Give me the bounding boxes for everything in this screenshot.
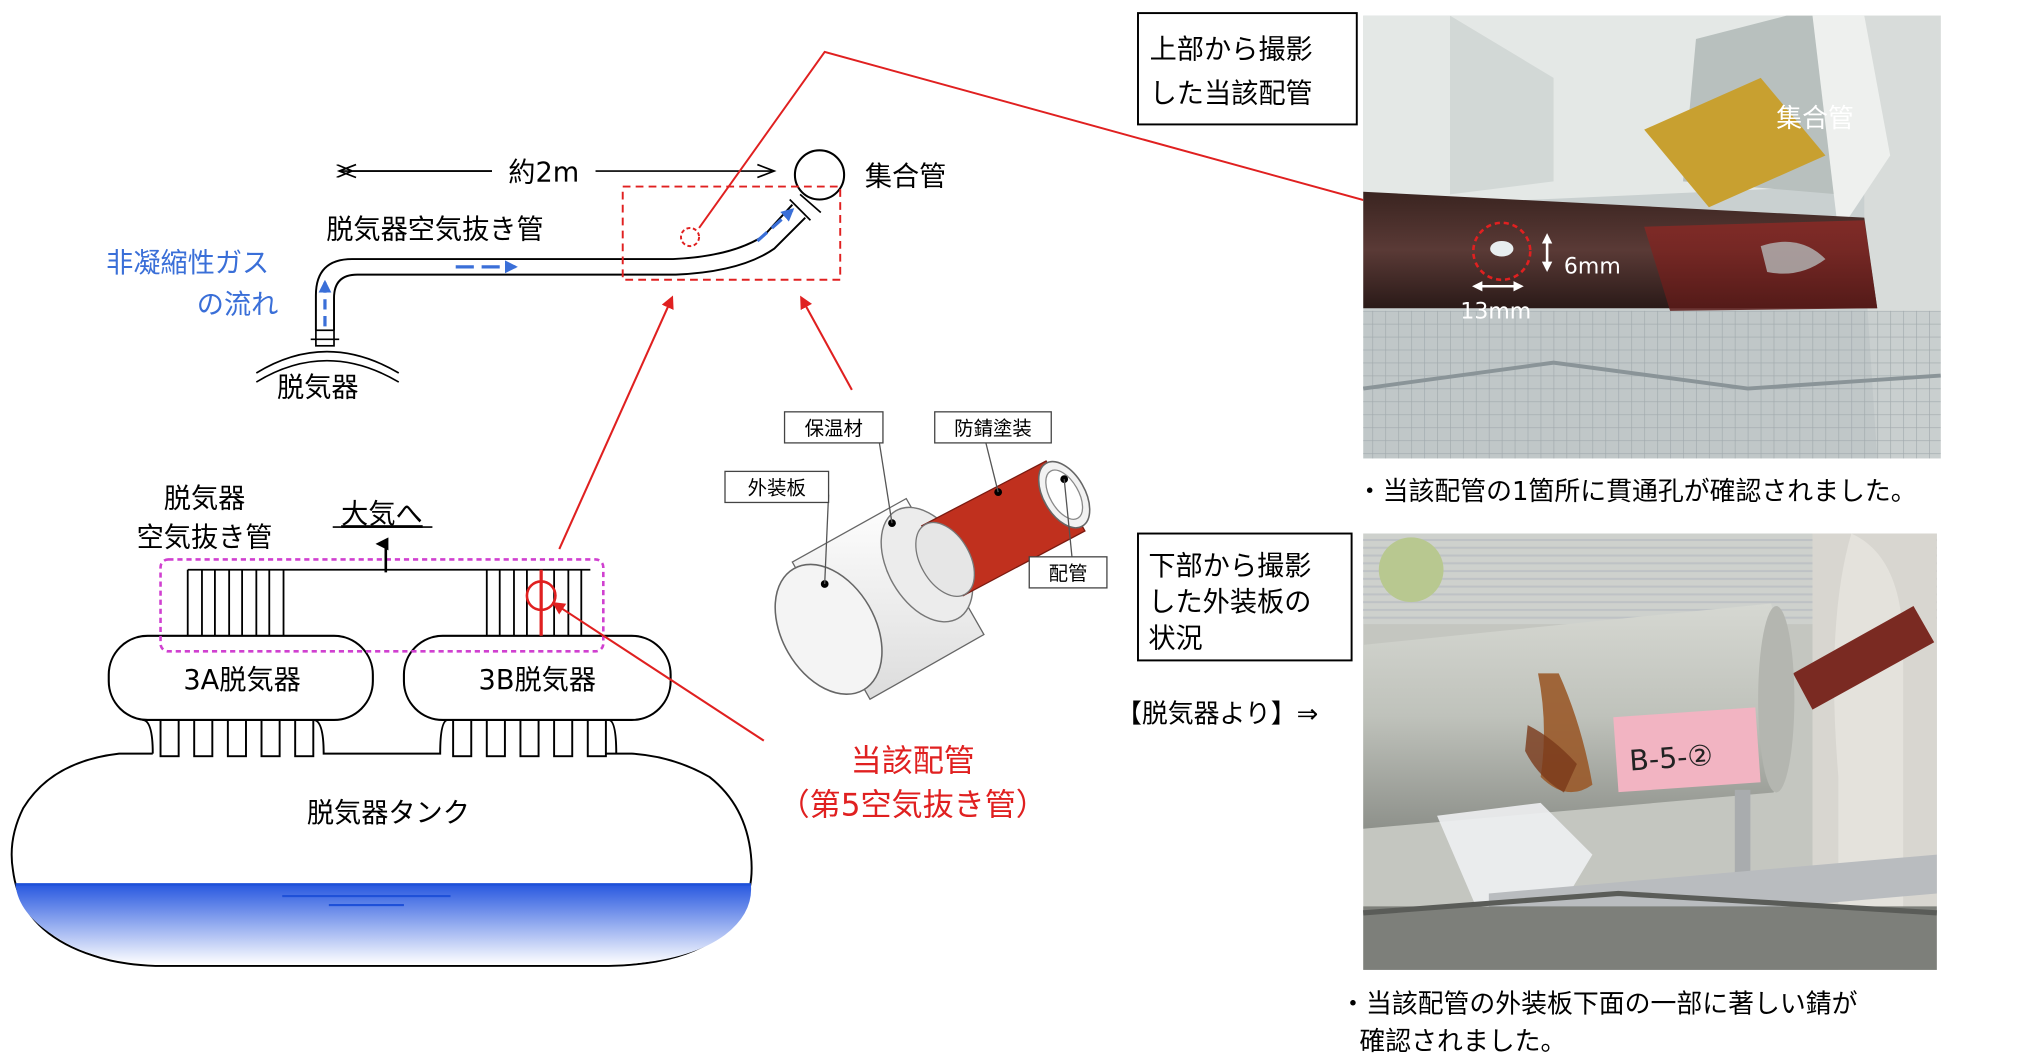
downcomers-3a: [159, 716, 315, 758]
leader-line-to-photo: [698, 50, 1463, 231]
photo-bottom-caption-box: [1137, 532, 1353, 662]
photo-bottom: B-5-②: [1363, 533, 1937, 970]
deaerator-3b-label: 3B脱気器: [479, 665, 596, 696]
top-pipe-diagram: 約2m 集合管 脱気器空気抜き管 非凝縮性ガス の流れ 脱気器: [106, 149, 947, 403]
target-leader-line: [551, 602, 765, 742]
photo-bottom-note-line1: ・当該配管の外装板下面の一部に著しい錆が: [1340, 990, 1858, 1020]
tank-label: 脱気器タンク: [307, 798, 470, 829]
outer-plate-end: [774, 563, 883, 695]
photo-hole: [1490, 240, 1514, 257]
photo-bottom-caption-line3: 状況: [1148, 623, 1202, 654]
target-pipe-marker: [525, 580, 557, 612]
vent-pipe-area-box: [159, 558, 605, 653]
deaerator-3a-label: 3A脱気器: [183, 665, 300, 696]
photo-header-label: 集合管: [1776, 104, 1854, 134]
photo-tag: [1613, 707, 1761, 793]
direction-label: 【脱気器より】⇒: [1116, 700, 1318, 730]
photo-header-block: [1644, 77, 1826, 208]
highlight-area-box: [621, 185, 842, 281]
pipe-cross-section: 保温材 防錆塗装 外装板 配管: [724, 411, 1108, 701]
pipe-label-box: 配管: [1049, 562, 1088, 585]
gas-flow-label-line2: の流れ: [197, 289, 279, 320]
vent-pipe-label-line1: 脱気器: [164, 484, 246, 515]
photo-top-note: ・当該配管の1箇所に貫通孔が確認されました。: [1357, 477, 1917, 507]
photo-dim-width: 13mm: [1460, 300, 1531, 325]
deaerator-label: 脱気器: [277, 372, 359, 403]
photo-rusty-pipe: [1793, 606, 1935, 710]
vent-pipe-label-line2: 空気抜き管: [137, 522, 273, 553]
photo-tag-label: B-5-②: [1628, 739, 1714, 778]
outer-plate-label: 外装板: [748, 477, 806, 500]
tank-water: [15, 884, 752, 965]
deaerator-shell-arc: [255, 350, 400, 374]
target-pipe-label-line2: （第5空気抜き管）: [779, 788, 1047, 824]
flow-arrow-diagonal: [756, 208, 795, 243]
photo-top-caption-line1: 上部から撮影: [1150, 34, 1313, 65]
photo-top-caption-line2: した当該配管: [1150, 78, 1313, 109]
arrow-from-cross-section: [800, 295, 853, 391]
vent-pipes-3a: [186, 569, 285, 636]
anticorrosion-paint-label: 防錆塗装: [954, 417, 1032, 440]
arrow-from-layout: [558, 295, 674, 550]
vent-pipes-3b: [485, 569, 583, 636]
layout-diagram: 脱気器タンク 3A脱気器 3B脱気器: [10, 484, 1047, 967]
photo-bottom-note-line2: 確認されました。: [1359, 1027, 1566, 1057]
photo-top-caption-box: [1137, 12, 1358, 126]
deaerator-3b-shell: [402, 634, 672, 721]
photo-dim-height: 6mm: [1564, 254, 1621, 279]
photo-top: 6mm 13mm 集合管: [1362, 15, 1941, 459]
photo-bottom-caption-line1: 下部から撮影: [1148, 551, 1311, 582]
downcomers-3b: [452, 716, 607, 758]
distance-label: 約2m: [508, 157, 579, 188]
insulation-label: 保温材: [805, 417, 863, 440]
header-label: 集合管: [865, 161, 947, 192]
gas-flow-label-line1: 非凝縮性ガス: [106, 248, 269, 279]
pipe-label: 脱気器空気抜き管: [326, 214, 543, 245]
vent-pipe-outer: [314, 204, 794, 331]
deaerator-3a-shell: [107, 634, 374, 721]
photo-bottom-caption-line2: した外装板の: [1148, 587, 1311, 618]
header-pipe-section: [793, 149, 846, 201]
target-pipe-label-line1: 当該配管: [851, 744, 975, 780]
to-atmosphere-label: 大気へ: [341, 499, 423, 530]
hole-marker-circle: [680, 227, 701, 248]
